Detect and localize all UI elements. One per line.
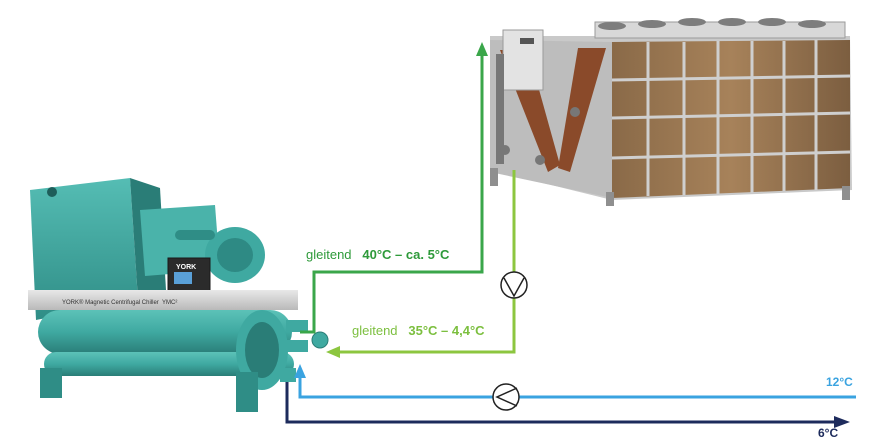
hot-supply-label: gleitend 40°C – ca. 5°C (306, 247, 449, 262)
nozzle-evap (280, 368, 296, 382)
pipe-headers (496, 54, 580, 165)
chiller-foot (40, 368, 62, 398)
hot-supply-prefix: gleitend (306, 247, 352, 262)
cool-return-prefix: gleitend (352, 323, 398, 338)
pump-icon (500, 271, 528, 299)
pipe-cool-return (332, 170, 516, 354)
nozzle-cond-in (286, 320, 308, 332)
leg (490, 168, 498, 186)
compressor-eye (217, 238, 253, 272)
hot-supply-range: 40°C – ca. 5°C (362, 247, 450, 262)
fan-row (598, 18, 826, 30)
leg (606, 192, 614, 206)
dry-cooler (490, 18, 852, 206)
york-brand: YORK (176, 264, 196, 271)
chilled-return-temp: 12°C (826, 375, 853, 389)
v-coil-right (558, 48, 606, 172)
cool-return-label: gleitend 35°C – 4,4°C (352, 323, 485, 338)
model-text: YMC² (162, 300, 177, 306)
chiller: YORK YORK® Magnetic Centrifugal Chiller … (28, 178, 329, 412)
flange (311, 331, 329, 349)
jc-logo-icon (47, 187, 57, 197)
nameplate-text: YORK® Magnetic Centrifugal Chiller (62, 299, 159, 306)
control-switch (520, 38, 534, 44)
chiller-foot (236, 372, 258, 412)
pump-icon (492, 383, 520, 411)
cool-return-range: 35°C – 4,4°C (408, 323, 485, 338)
water-box-inner (245, 322, 279, 378)
arrow-icon (326, 346, 340, 358)
nozzle-cond-out (286, 340, 308, 352)
leg (842, 186, 850, 200)
arrow-icon (834, 416, 850, 428)
arrow-icon (476, 42, 488, 56)
chiller-cabinet (30, 178, 138, 320)
pipe-elbow (175, 230, 215, 240)
control-screen (174, 272, 192, 284)
pipe-chilled-return (298, 370, 856, 399)
pipe-hot-supply (300, 48, 484, 334)
panel-grid (611, 40, 851, 196)
chilled-supply-temp: 6°C (818, 426, 839, 440)
nameplate-band (28, 290, 298, 310)
arrow-icon (294, 364, 306, 378)
pipe-chilled-supply (285, 382, 836, 424)
evaporator-shell (38, 310, 292, 354)
condenser-shell (44, 352, 294, 376)
